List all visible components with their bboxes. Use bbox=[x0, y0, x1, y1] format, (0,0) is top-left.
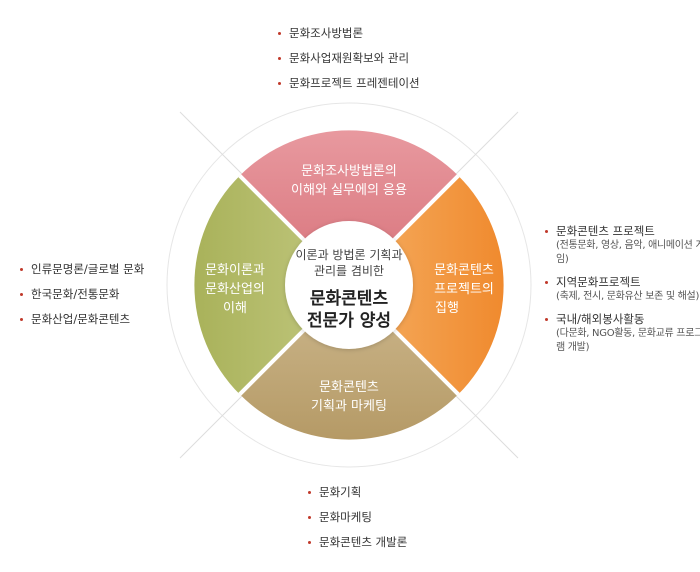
bottom-bullet-list: 문화기획 문화마케팅 문화콘텐츠 개발론 bbox=[308, 485, 407, 560]
list-item: 문화기획 bbox=[308, 485, 407, 500]
center-line2: 관리를 겸비한 bbox=[314, 264, 384, 278]
list-item: 문화조사방법론 bbox=[278, 26, 420, 41]
quadrant-left-label1: 문화이론과 bbox=[205, 263, 265, 278]
list-item-detail: (축제, 전시, 문화유산 보존 및 해설) bbox=[556, 291, 700, 302]
list-item: 문화마케팅 bbox=[308, 510, 407, 525]
quadrant-left-label2: 문화산업의 bbox=[205, 282, 265, 297]
list-item-title: 지역문화프로젝트 bbox=[556, 275, 641, 289]
quadrant-top bbox=[239, 130, 459, 285]
list-item: 문화사업재원확보와 관리 bbox=[278, 51, 420, 66]
quadrant-right-label2: 프로젝트의 bbox=[434, 282, 494, 297]
center-title2: 전문가 양성 bbox=[307, 311, 391, 331]
quadrant-top-label2: 이해와 실무에의 응용 bbox=[291, 183, 407, 198]
quadrant-top-label1: 문화조사방법론의 bbox=[301, 164, 397, 179]
center-title1: 문화콘텐츠 bbox=[310, 289, 389, 309]
list-item: 한국문화/전통문화 bbox=[20, 287, 144, 302]
list-item-detail: (다문화, NGO활동, 문화교류 프로그램 개발) bbox=[556, 328, 700, 353]
quadrant-left-label3: 이해 bbox=[223, 301, 247, 316]
quadrant-right-label3: 집행 bbox=[435, 300, 459, 316]
quadrant-bottom-label2: 기획과 마케팅 bbox=[311, 399, 387, 414]
top-bullet-list: 문화조사방법론 문화사업재원확보와 관리 문화프로젝트 프레젠테이션 bbox=[278, 26, 420, 101]
list-item: 문화콘텐츠 프로젝트 (전통문화, 영상, 음악, 애니메이션 게임) bbox=[545, 224, 700, 267]
quadrant-bottom bbox=[239, 285, 459, 440]
list-item: 문화산업/문화콘텐츠 bbox=[20, 312, 144, 327]
quadrant-ring bbox=[194, 130, 504, 440]
list-item: 문화프로젝트 프레젠테이션 bbox=[278, 76, 420, 91]
quadrant-left bbox=[194, 175, 349, 395]
right-bullet-list: 문화콘텐츠 프로젝트 (전통문화, 영상, 음악, 애니메이션 게임) 지역문화… bbox=[545, 224, 700, 363]
quadrant-right bbox=[349, 175, 504, 395]
quadrant-right-label1: 문화콘텐츠 bbox=[434, 263, 494, 278]
left-bullet-list: 인류문명론/글로벌 문화 한국문화/전통문화 문화산업/문화콘텐츠 bbox=[20, 262, 144, 337]
list-item: 문화콘텐츠 개발론 bbox=[308, 535, 407, 550]
center-circle bbox=[285, 221, 413, 349]
outer-ring bbox=[166, 102, 532, 468]
list-item: 지역문화프로젝트 (축제, 전시, 문화유산 보존 및 해설) bbox=[545, 275, 700, 304]
quadrant-bottom-label1: 문화콘텐츠 bbox=[319, 380, 379, 395]
list-item: 국내/해외봉사활동 (다문화, NGO활동, 문화교류 프로그램 개발) bbox=[545, 312, 700, 355]
list-item: 인류문명론/글로벌 문화 bbox=[20, 262, 144, 277]
list-item-title: 문화콘텐츠 프로젝트 bbox=[556, 224, 655, 238]
list-item-detail: (전통문화, 영상, 음악, 애니메이션 게임) bbox=[556, 240, 700, 265]
center-line1: 이론과 방법론 기획과 bbox=[296, 248, 403, 262]
list-item-title: 국내/해외봉사활동 bbox=[556, 312, 645, 326]
